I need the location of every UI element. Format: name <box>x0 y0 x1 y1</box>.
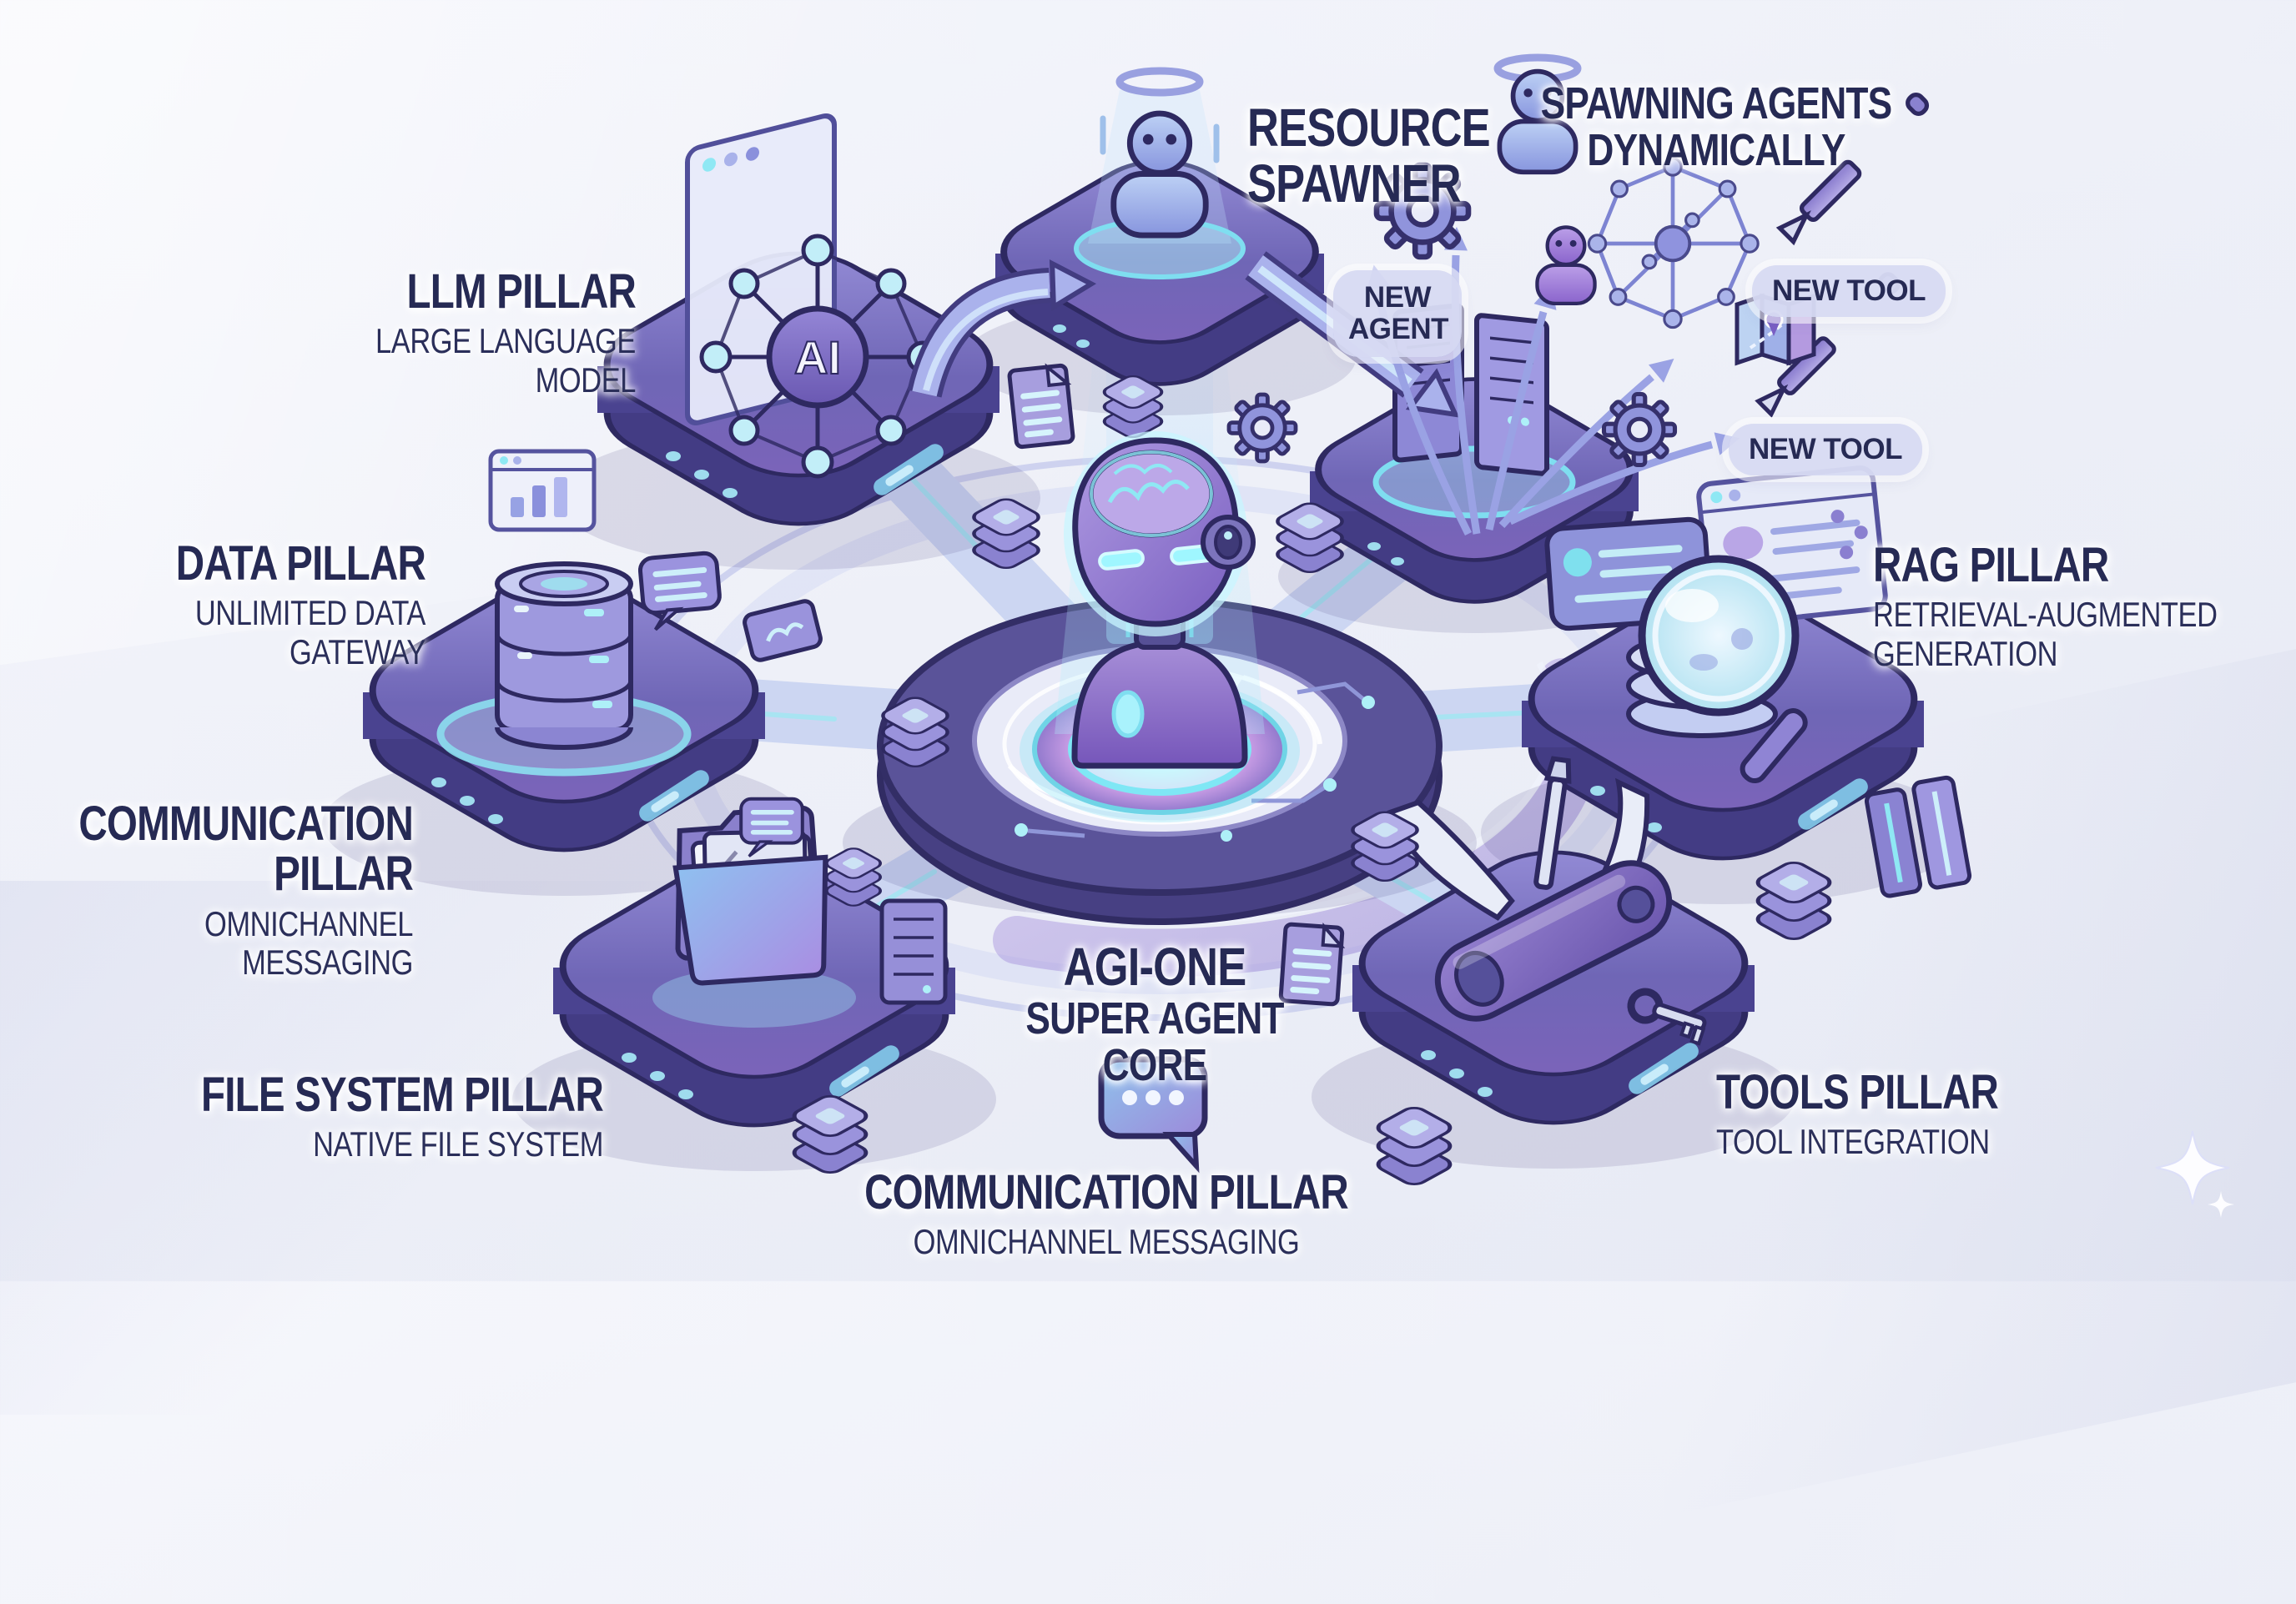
spawning-agents-title: SPAWNING AGENTS DYNAMICALLY <box>1540 78 1893 176</box>
platform-data <box>322 561 806 896</box>
gear-icon-3 <box>1604 395 1675 465</box>
folder-icon <box>672 805 828 986</box>
label-rag-pillar: RAG PILLAR RETRIEVAL-AUGMENTED GENERATIO… <box>1873 538 2296 673</box>
document-icon <box>1009 365 1073 448</box>
gear-icon-2 <box>1229 395 1296 461</box>
tools-pillar-title: TOOLS PILLAR <box>1716 1065 1999 1119</box>
rag-pillar-title: RAG PILLAR <box>1873 538 2109 592</box>
file-system-subtitle: NATIVE FILE SYSTEM <box>313 1124 603 1164</box>
llm-pillar-subtitle: LARGE LANGUAGE MODEL <box>375 321 636 400</box>
new-tool-badge-top: NEW TOOL <box>1752 265 1946 317</box>
neural-network-icon <box>1587 157 1760 329</box>
rag-pillar-subtitle: RETRIEVAL-AUGMENTED GENERATION <box>1873 595 2218 673</box>
label-resource-spawner: RESOURCE SPAWNER <box>1247 100 1548 211</box>
platform-tools <box>1312 756 1795 1169</box>
bar-chart-window-icon <box>488 449 597 532</box>
books-icon <box>1864 775 1972 898</box>
mini-server-icon <box>879 898 948 1005</box>
label-llm-pillar: LLM PILLAR LARGE LANGUAGE MODEL <box>285 264 637 400</box>
rag-window-icon <box>1696 465 1888 627</box>
file-system-title: FILE SYSTEM PILLAR <box>200 1068 604 1122</box>
platform-llm: AI <box>556 113 1040 570</box>
platform-resource-spawner <box>964 71 1356 415</box>
diagram-scene: AI <box>0 0 2234 1218</box>
sparkle-icon <box>2155 1130 2234 1218</box>
new-tool-badge-bottom: NEW TOOL <box>1729 424 1922 475</box>
ai-chip-label: AI <box>794 331 841 384</box>
platform-file-system <box>512 805 996 1171</box>
communication-bottom-title: COMMUNICATION PILLAR <box>864 1165 1349 1219</box>
tools-pillar-subtitle: TOOL INTEGRATION <box>1716 1122 1990 1162</box>
magnifier-icon <box>1626 555 1808 784</box>
new-agent-badge: NEW AGENT <box>1333 270 1462 357</box>
notebook-icon <box>743 599 823 662</box>
swiss-army-knife-icon <box>1387 756 1707 1046</box>
label-data-pillar: DATA PILLAR UNLIMITED DATA GATEWAY <box>75 536 426 671</box>
core-title-line3: CORE <box>1102 1039 1207 1090</box>
label-file-system-pillar: FILE SYSTEM PILLAR NATIVE FILE SYSTEM <box>86 1068 604 1164</box>
platform-rag <box>1481 465 1965 904</box>
ai-network-icon: AI <box>699 234 939 479</box>
label-core: AGI-ONE SUPER AGENT CORE <box>938 939 1372 1089</box>
resource-spawner-title: RESOURCE SPAWNER <box>1247 98 1491 214</box>
core-title-line2: SUPER AGENT <box>1025 993 1284 1043</box>
label-spawning-agents: SPAWNING AGENTS DYNAMICALLY <box>1449 80 1983 173</box>
communication-left-title: COMMUNICATION PILLAR <box>78 797 413 902</box>
communication-bottom-subtitle: OMNICHANNEL MESSAGING <box>913 1222 1300 1262</box>
spawned-agent-icon <box>1537 227 1594 303</box>
typing-bubble-icon <box>1098 1056 1208 1174</box>
label-tools-pillar: TOOLS PILLAR TOOL INTEGRATION <box>1716 1065 2150 1162</box>
llm-pillar-title: LLM PILLAR <box>406 264 637 319</box>
database-stack-icon <box>495 561 633 750</box>
data-pillar-title: DATA PILLAR <box>175 536 426 591</box>
core-title-line1: AGI-ONE <box>1063 937 1247 997</box>
label-communication-pillar-bottom: COMMUNICATION PILLAR OMNICHANNEL MESSAGI… <box>731 1165 1482 1262</box>
data-pillar-subtitle: UNLIMITED DATA GATEWAY <box>194 593 426 671</box>
communication-left-subtitle: OMNICHANNEL MESSAGING <box>204 903 413 982</box>
robot-core-icon <box>1064 431 1256 769</box>
halo-icon <box>1120 71 1200 93</box>
arrow-llm-to-spawner <box>907 259 1097 398</box>
label-communication-pillar-left: COMMUNICATION PILLAR OMNICHANNEL MESSAGI… <box>0 797 413 982</box>
